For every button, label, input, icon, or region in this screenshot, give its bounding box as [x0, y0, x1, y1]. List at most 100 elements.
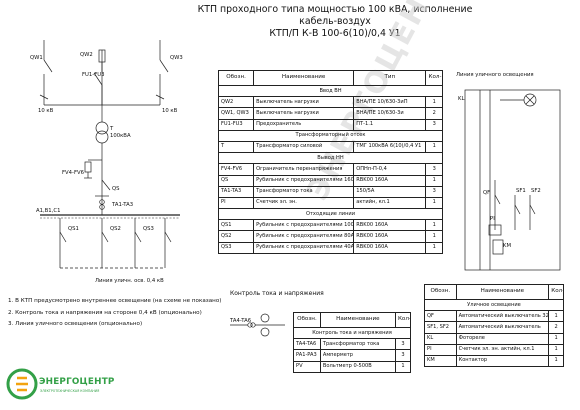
label-fu: FU1-FU3	[82, 72, 105, 78]
section-title: Ввод ВН	[218, 84, 443, 98]
table-cell: PI	[217, 196, 255, 210]
label-t: T	[110, 126, 114, 132]
section-row: Контроль тока и напряжения	[293, 326, 411, 340]
table-cell: Автоматический выключатель 32А	[455, 310, 550, 323]
table-cell: KL	[424, 332, 457, 345]
table-cell: 2	[548, 321, 564, 334]
table-cell: ВНА/ПЕ 10/630-3и	[353, 107, 427, 120]
outgoing-lines	[59, 218, 172, 269]
table-cell: 1	[548, 310, 564, 323]
label-sf1: SF1	[516, 188, 526, 194]
label-qw1: QW1	[30, 55, 43, 61]
note-1: 1. В КТП предусмотрено внутреннее освеще…	[8, 298, 222, 304]
table-cell: 1	[425, 196, 443, 210]
control-current-schematic	[230, 313, 285, 337]
header-cell: Наименование	[319, 312, 396, 328]
table-cell: Выключатель нагрузки	[253, 107, 355, 120]
control-table-header: Обозн. Наименование Кол-во	[293, 312, 412, 328]
label-qw3: QW3	[170, 55, 183, 61]
header-cell: Наименование	[455, 284, 550, 300]
table-cell: 1	[425, 174, 443, 187]
label-bus: A1,B1,C1	[36, 208, 61, 214]
table-cell: Выключатель нагрузки	[253, 96, 355, 109]
header-cell: Кол-во	[425, 70, 443, 86]
table-cell: 3	[425, 185, 443, 198]
table-cell: 1	[425, 140, 443, 154]
table-cell: 150/5А	[353, 185, 427, 198]
table-cell: ВНА/ПЕ 10/630-3иП	[353, 96, 427, 109]
label-qs2: QS2	[110, 226, 121, 232]
logo-name: ЭНЕРГОЦЕНТР	[39, 377, 115, 387]
label-control-caption: Контроль тока и напряжения	[230, 290, 324, 297]
section-row: Ввод ВН	[218, 84, 443, 98]
table-cell: 1	[425, 241, 443, 254]
table-cell: ПТ-1.1	[353, 118, 427, 131]
busbar	[40, 214, 180, 219]
surge-arrester	[84, 159, 102, 179]
table-cell: PA1-PA3	[293, 349, 321, 362]
table-cell: T	[217, 140, 255, 154]
table-cell: Счетчик эл. эн.	[253, 196, 355, 210]
control-spec-table: Обозн. Наименование Кол-во Контроль тока…	[293, 312, 412, 373]
table-cell: 3	[425, 163, 443, 176]
table-cell: 1	[425, 230, 443, 243]
transformer-symbol	[95, 115, 109, 215]
main-switch-qs	[95, 179, 111, 210]
table-cell: Вольтметр 0-500В	[319, 360, 396, 373]
header-cell: Обозн.	[217, 70, 255, 86]
label-ta: TA1-TA3	[112, 202, 134, 208]
label-qs: QS	[112, 186, 120, 192]
table-cell: QW1, QW3	[217, 107, 255, 120]
section-title: Отходящие линии	[218, 208, 443, 221]
table-cell: 1	[425, 219, 443, 232]
table-cell: Фотореле	[455, 332, 550, 345]
company-logo: ЭНЕРГОЦЕНТР ЭЛЕКТРОТЕХНИЧЕСКАЯ КОМПАНИЯ	[6, 368, 116, 400]
header-cell: Обозн.	[293, 312, 321, 328]
note-3: 3. Линия уличного освещения (опционально…	[8, 321, 143, 327]
table-cell: FV4-FV6	[217, 163, 255, 176]
section-title: Вывод НН	[218, 152, 443, 165]
table-cell: Рубильник с предохранителями 100А	[253, 219, 355, 232]
table-cell: PV	[293, 360, 321, 373]
label-10kv-right: 10 кВ	[162, 108, 178, 114]
title-line-1: КТП проходного типа мощностью 100 кВА, и…	[197, 4, 473, 27]
table-cell: SF1, SF2	[424, 321, 457, 334]
table-cell: QS	[217, 174, 255, 187]
notes: 1. В КТП предусмотрено внутреннее освеще…	[8, 296, 222, 331]
table-cell: TA4-TA6	[293, 338, 321, 351]
table-cell: Рубильник с предохранителями 160А	[253, 174, 355, 187]
table-cell: RBK00 160А	[353, 241, 427, 254]
table-cell: Предохранитель	[253, 118, 355, 131]
label-lighting-caption: Линия уличного освещения	[456, 72, 534, 78]
section-row: Трансформаторный отсек	[218, 129, 443, 142]
table-cell: ТМГ 100кВА 6(10)/0,4 У1	[353, 140, 427, 154]
table-cell: Ограничитель перенапряжения	[253, 163, 355, 176]
table-cell: Амперметр	[319, 349, 396, 362]
table-cell: 3	[394, 338, 412, 351]
table-cell: ОПНп-П-0,4	[353, 163, 427, 176]
label-qf: QF	[483, 190, 491, 196]
header-cell: Кол-во	[394, 312, 412, 328]
table-cell: RBK00 160А	[353, 174, 427, 187]
label-ta46: TA4-TA6	[230, 318, 252, 324]
table-cell: FU1-FU3	[217, 118, 255, 131]
table-cell: QW2	[217, 96, 255, 109]
label-qs1: QS1	[68, 226, 79, 232]
label-10kv-left: 10 кВ	[38, 108, 54, 114]
table-cell: Счетчик эл. эн. актийн, кл.1	[455, 343, 550, 356]
table-cell: PI	[424, 343, 457, 356]
table-cell: 2	[425, 107, 443, 120]
table-cell: Автоматический выключатель	[455, 321, 550, 334]
table-cell: Рубильник с предохранителями 40А	[253, 241, 355, 254]
